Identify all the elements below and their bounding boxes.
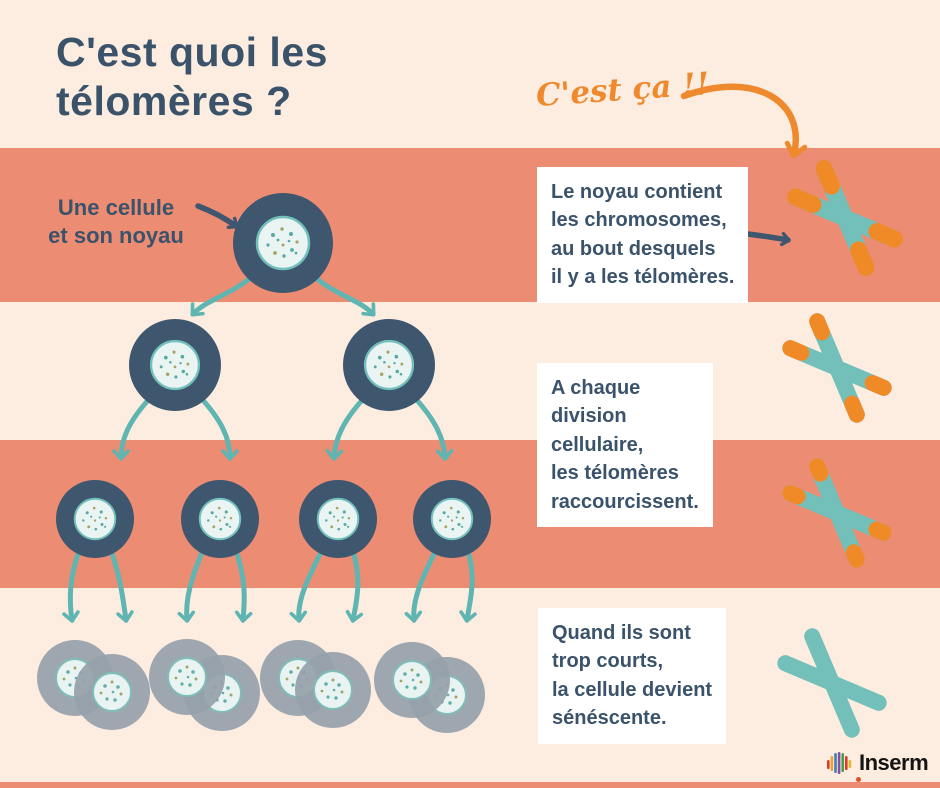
senescent-cell-pair: [148, 638, 261, 732]
textbox-line: la cellule devient: [552, 678, 713, 701]
title-line-2: télomères ?: [56, 78, 292, 125]
textbox-division: A chaque division cellulaire, les télomè…: [537, 363, 713, 527]
textbox-line: Quand ils sont: [552, 622, 691, 644]
inserm-logo-icon: [827, 752, 852, 774]
textbox-line: au bout desquels: [551, 237, 716, 260]
textbox-nucleus: Le noyau contient les chromosomes, au bo…: [537, 167, 749, 303]
senescent-cell-pair: [373, 641, 486, 734]
division-arrows-level1: [190, 275, 376, 317]
textbox-line: sénéscente.: [552, 707, 667, 730]
cell-icon: [129, 319, 221, 411]
senescent-cell-pair: [259, 639, 372, 729]
textbox-line: cellulaire,: [551, 433, 644, 456]
textbox-line: division: [551, 405, 627, 428]
salmon-band-bottom: [0, 782, 940, 788]
textbox-line: raccourcissent.: [551, 490, 699, 513]
page-title: C'est quoi les télomères ?: [56, 28, 328, 126]
cell-label-line-1: Une cellule: [57, 195, 175, 220]
textbox-line: A chaque: [551, 377, 641, 399]
textbox-line: les télomères: [551, 462, 679, 485]
cell-icon: [56, 480, 134, 558]
cell-icon: [181, 480, 259, 558]
textbox-line: les chromosomes,: [551, 209, 727, 232]
cell-icon: [233, 193, 333, 293]
chromosome-icon: [787, 169, 903, 276]
cell-label-line-2: et son noyau: [48, 223, 184, 249]
cell-icon: [299, 480, 377, 558]
inserm-logo-dot: [856, 777, 861, 782]
cell-label: Une cellule et son noyau: [38, 194, 194, 250]
cell-icon: [413, 480, 491, 558]
textbox-line: trop courts,: [552, 650, 664, 673]
cell-icon: [343, 319, 435, 411]
cell-pointer-arrow-icon: [195, 203, 239, 230]
inserm-logo-text: Inserm: [859, 750, 929, 775]
division-arrows-level2: [112, 395, 454, 461]
senescent-cell-icon: [148, 638, 226, 716]
textbox-line: Le noyau contient: [551, 181, 723, 203]
division-arrows-level3: [62, 545, 477, 623]
senescent-cell-icon: [294, 651, 372, 729]
senescent-cell-icon: [73, 653, 151, 731]
textbox-senescence: Quand ils sont trop courts, la cellule d…: [538, 608, 727, 744]
senescent-cell-icon: [373, 641, 451, 719]
chromosome-icon: [790, 458, 883, 559]
chromosome-icon: [790, 313, 883, 423]
title-line-1: C'est quoi les: [56, 29, 328, 75]
inserm-logo: Inserm: [826, 748, 929, 778]
chromosome-icon: [785, 636, 878, 729]
textbox-line: il y a les télomères.: [551, 266, 735, 289]
annotation-arrow-icon: [680, 83, 808, 159]
salmon-band-top: [0, 148, 940, 302]
senescent-cell-pair: [36, 639, 151, 731]
chromosome-pointer-arrow-icon: [745, 231, 791, 247]
